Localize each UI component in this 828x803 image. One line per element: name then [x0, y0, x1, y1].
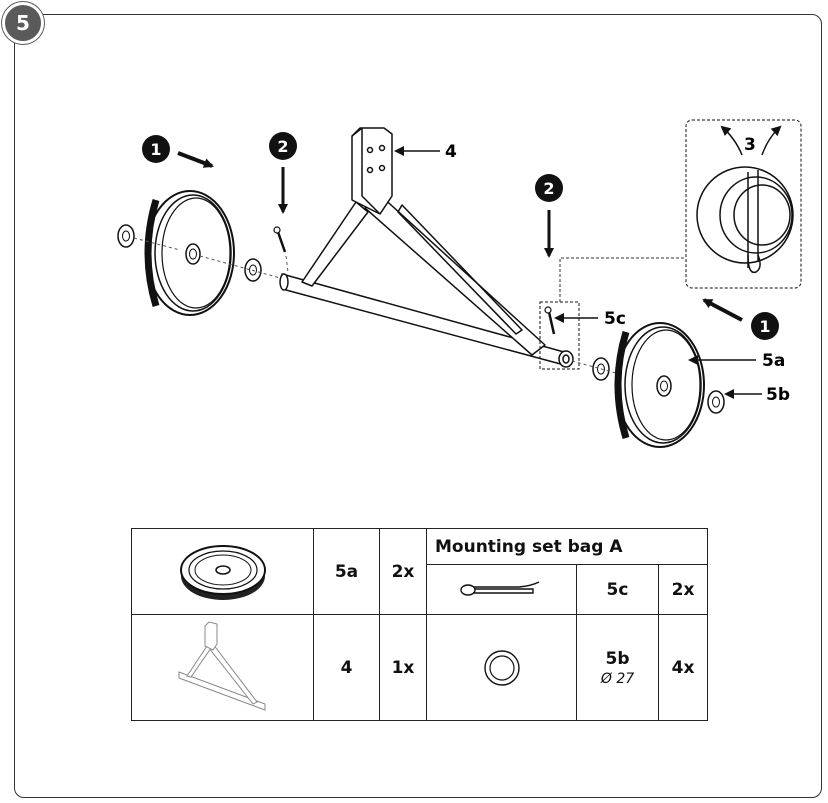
callout-label-4: 4	[445, 142, 457, 162]
callout-label-3: 3	[744, 135, 756, 155]
training-wheel-frame	[279, 127, 574, 368]
washer-diameter: Ø 27	[600, 670, 635, 687]
wheel-image-cell	[131, 528, 314, 615]
callout-label-5c: 5c	[604, 309, 626, 329]
rotate-arrow-right-icon	[761, 125, 782, 156]
step-2-left: 2	[269, 132, 297, 214]
bag-title: Mounting set bag A	[425, 528, 709, 565]
left-wheel	[144, 190, 235, 316]
quantity-5a: 2x	[379, 528, 427, 615]
right-wheel	[614, 322, 705, 448]
assembly-diagram: 3 1 2 2 1 4 5c 5a 5b	[117, 119, 802, 448]
part-number-5a: 5a	[313, 528, 380, 615]
part-number-5b: 5b	[605, 648, 630, 669]
frame-icon	[178, 620, 265, 711]
callout-label-5b: 5b	[766, 385, 790, 405]
arrow-icon	[177, 151, 214, 168]
wheel-icon	[179, 544, 266, 600]
badge-1-left-label: 1	[150, 140, 161, 159]
callout-label-5a: 5a	[762, 351, 785, 371]
detail-inset-box	[685, 119, 802, 289]
right-cotter-pin	[544, 306, 556, 335]
arrow-icon	[702, 298, 743, 322]
left-cotter-pin	[273, 226, 289, 273]
right-washer-outer	[707, 390, 725, 414]
washer-part-cell: 5b Ø 27	[576, 614, 659, 721]
step-2-right: 2	[535, 174, 563, 258]
quantity-4: 1x	[379, 614, 427, 721]
parts-table: 5a 2x Mounting set bag A 5c 2x 4 1x	[131, 528, 709, 721]
cotter-pin-detail-box	[539, 301, 580, 370]
washer-icon	[483, 649, 520, 686]
cotter-pin-image-cell	[426, 564, 577, 615]
part-number-5c: 5c	[576, 564, 659, 615]
frame-image-cell	[131, 614, 314, 721]
quantity-5b: 4x	[657, 614, 709, 721]
quantity-5c: 2x	[657, 564, 709, 615]
badge-1-right-label: 1	[759, 317, 770, 336]
step-1-right: 1	[702, 298, 779, 340]
left-washer-inner	[244, 258, 262, 282]
left-washer-outer	[117, 224, 135, 248]
part-number-4: 4	[313, 614, 380, 721]
cotter-pin-icon	[459, 580, 539, 596]
step-number-badge: 5	[2, 2, 44, 44]
step-1-left: 1	[142, 135, 214, 168]
rotate-arrow-left-icon	[720, 125, 743, 156]
detail-inset-drawing	[696, 166, 794, 274]
badge-2-left-label: 2	[277, 137, 288, 156]
badge-2-right-label: 2	[543, 179, 554, 198]
step-frame	[14, 14, 822, 798]
washer-image-cell	[426, 614, 577, 721]
